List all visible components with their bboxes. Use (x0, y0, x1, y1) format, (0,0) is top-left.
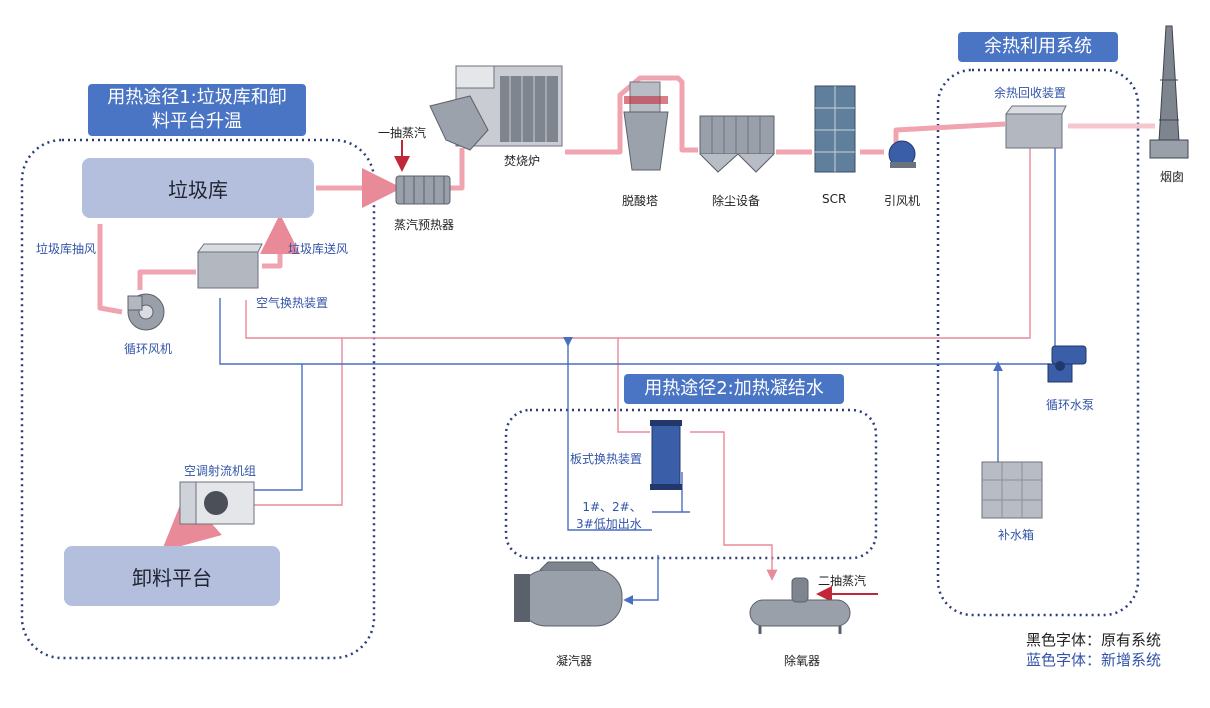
scr-icon (814, 85, 856, 173)
deaerator-icon (749, 577, 851, 634)
ac-jet-unit-label: 空调射流机组 (184, 464, 257, 478)
deacidification-tower-icon (623, 81, 669, 171)
makeup-tank-icon (981, 461, 1043, 519)
induced-draft-fan-icon (888, 140, 916, 168)
air-heat-exchanger-label: 空气换热装置 (256, 296, 329, 310)
steam-preheater-icon (395, 175, 451, 205)
plate-heat-exchanger-icon (650, 420, 682, 490)
plate-heat-exchanger-label: 板式换热装置 (570, 452, 643, 466)
path1-title-line2: 料平台升温 (152, 111, 242, 132)
path2-title: 用热途径2:加热凝结水 (624, 374, 844, 404)
waste-heat-recovery-icon (1005, 105, 1067, 149)
path1-title: 用热途径1:垃圾库和卸 料平台升温 (88, 84, 306, 136)
deaerator-label: 除氧器 (784, 654, 821, 668)
incinerator-icon (429, 65, 563, 151)
legend-new: 蓝色字体：新增系统 (1026, 651, 1162, 669)
second-extraction-steam-label: 二抽蒸汽 (818, 574, 867, 588)
lp-heater-outlet-line2: 3#低加出水 (576, 517, 642, 531)
air-heat-exchanger-icon (197, 243, 263, 289)
condenser-label: 凝汽器 (556, 654, 593, 668)
path1-title-line1: 用热途径1:垃圾库和卸 (107, 87, 287, 108)
circulating-fan-icon (127, 293, 165, 331)
circulating-pump-label: 循环水泵 (1046, 398, 1095, 412)
steam-preheater-label: 蒸汽预热器 (394, 218, 455, 232)
flue-gas-flows (97, 75, 1155, 552)
lp-heater-outlet-line1: 1#、2#、 (582, 500, 642, 514)
lp-heater-outlet-label: 1#、2#、 3#低加出水 (576, 498, 642, 532)
makeup-tank-label: 补水箱 (998, 528, 1035, 542)
chimney-label: 烟囱 (1160, 170, 1185, 184)
incinerator-label: 焚烧炉 (504, 154, 541, 168)
garbage-pit-box: 垃圾库 (82, 158, 314, 218)
chimney-icon (1149, 25, 1189, 159)
hot-water-lines (245, 136, 1031, 581)
legend: 黑色字体：原有系统 蓝色字体：新增系统 (1026, 630, 1161, 670)
dust-removal-icon (699, 115, 775, 173)
first-extraction-steam-label: 一抽蒸汽 (378, 126, 427, 140)
induced-draft-fan-label: 引风机 (884, 194, 921, 208)
dust-removal-label: 除尘设备 (712, 194, 761, 208)
unloading-platform-box: 卸料平台 (64, 546, 280, 606)
circulating-pump-icon (1047, 345, 1087, 383)
waste-heat-recovery-label: 余热回收装置 (994, 86, 1067, 100)
zone-path2-border (504, 408, 878, 560)
waste-heat-title: 余热利用系统 (958, 32, 1118, 62)
ac-jet-unit-icon (179, 481, 255, 525)
deacidification-tower-label: 脱酸塔 (622, 194, 659, 208)
garbage-pit-exhaust-label: 垃圾库抽风 (36, 242, 97, 256)
cold-water-lines (219, 136, 1056, 605)
garbage-pit-supply-label: 垃圾库送风 (288, 242, 349, 256)
condenser-icon (514, 561, 623, 627)
scr-label: SCR (822, 192, 847, 206)
zone-path1-border (20, 138, 376, 660)
legend-original: 黑色字体：原有系统 (1026, 631, 1162, 649)
zone-waste-heat-border (936, 68, 1140, 617)
circulating-fan-label: 循环风机 (124, 342, 173, 356)
